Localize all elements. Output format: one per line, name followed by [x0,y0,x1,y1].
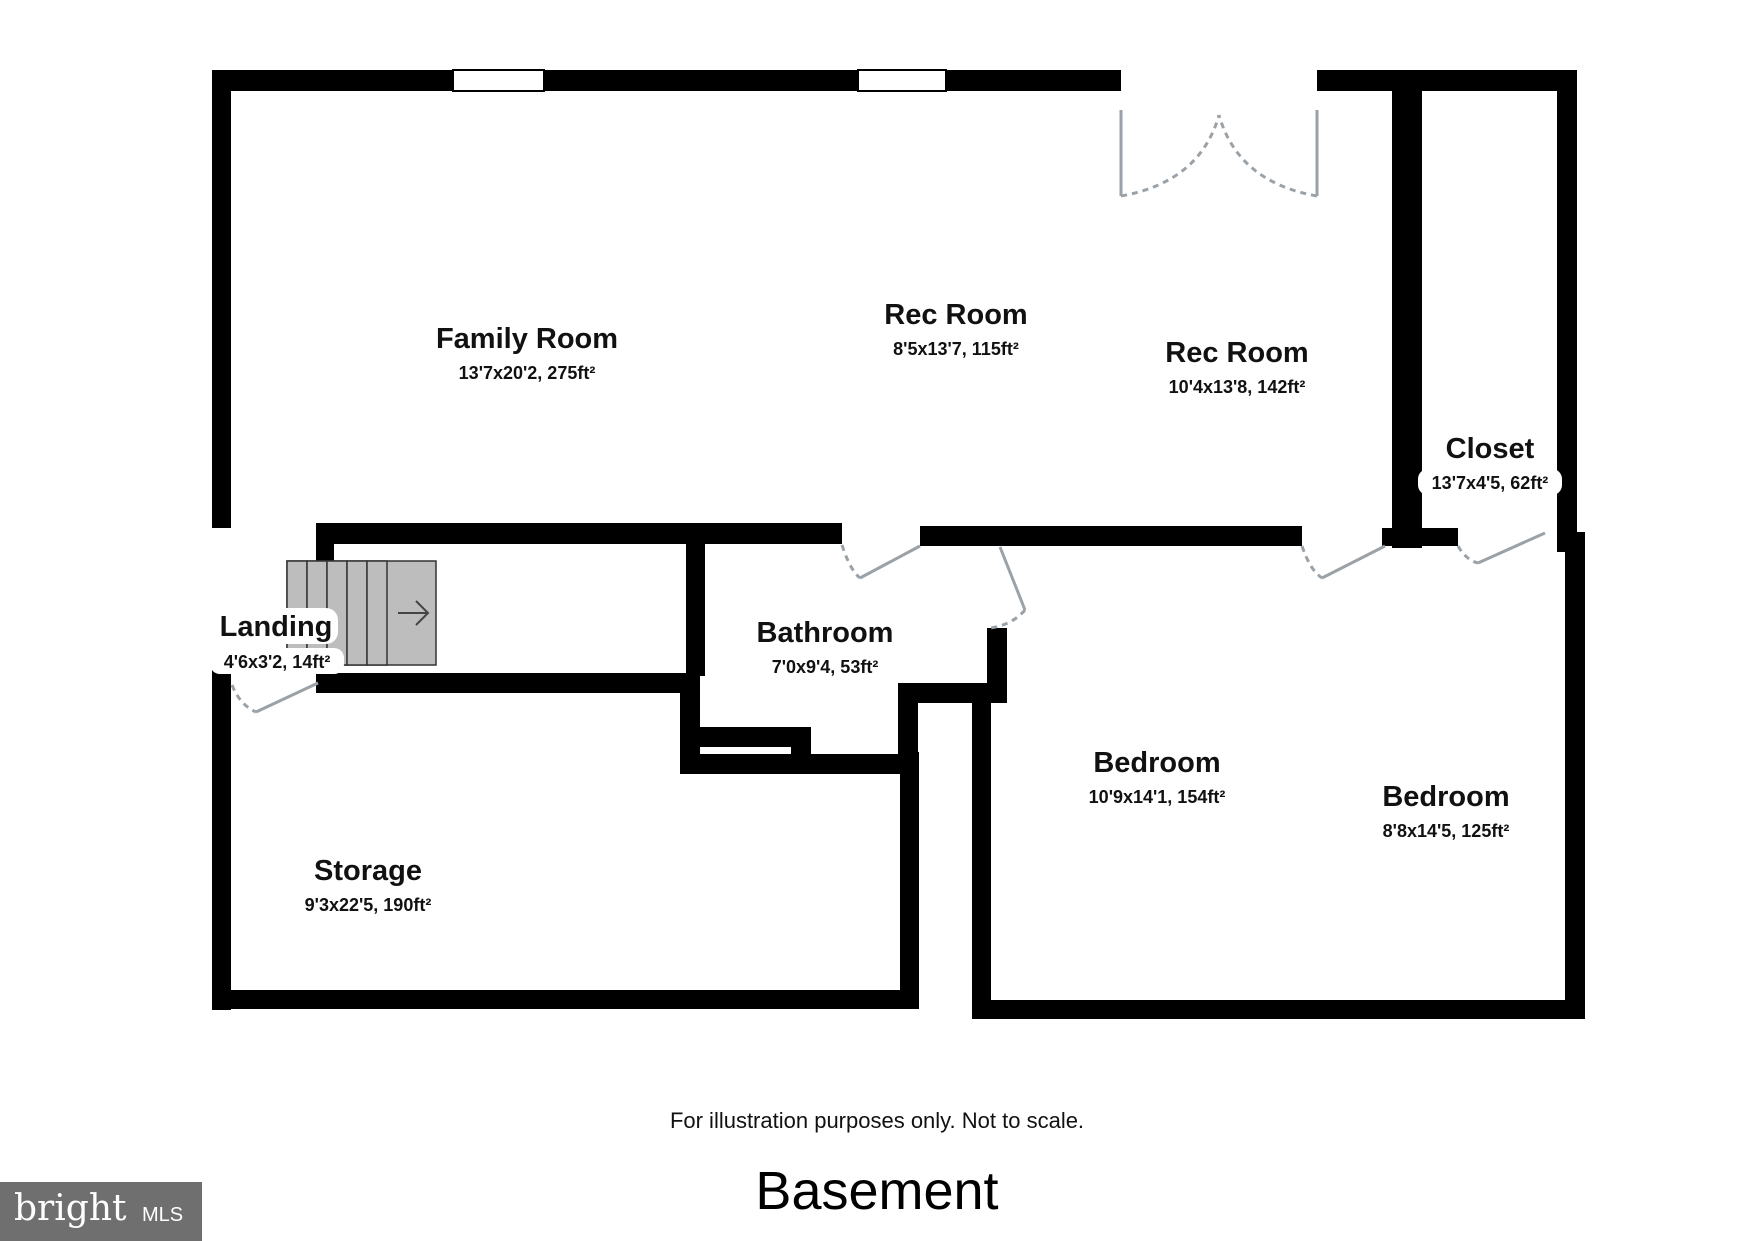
room-name: Landing [220,611,333,643]
room-rec-room-1: Rec Room 8'5x13'7, 115ft² [884,299,1027,359]
room-dimensions: 4'6x3'2, 14ft² [224,652,331,672]
doors [230,110,1546,714]
walls [212,69,1585,1019]
room-bathroom: Bathroom 7'0x9'4, 53ft² [757,617,894,677]
room-name: Storage [314,855,422,887]
room-dimensions: 9'3x22'5, 190ft² [305,895,432,915]
room-storage: Storage 9'3x22'5, 190ft² [305,855,432,915]
room-bedroom-1: Bedroom 10'9x14'1, 154ft² [1089,747,1226,807]
room-name: Bedroom [1382,781,1509,813]
room-name: Closet [1446,433,1535,465]
room-name: Rec Room [1165,337,1308,369]
room-landing: Landing 4'6x3'2, 14ft² [210,608,344,674]
watermark-suffix: MLS [142,1204,184,1226]
room-closet: Closet 13'7x4'5, 62ft² [1418,433,1562,495]
disclaimer-text: For illustration purposes only. Not to s… [669,1108,1085,1133]
watermark-brand: bright [14,1188,127,1229]
room-rec-room-2: Rec Room 10'4x13'8, 142ft² [1165,337,1308,397]
stair-arrow-icon [398,600,430,626]
room-dimensions: 8'8x14'5, 125ft² [1383,821,1510,841]
room-dimensions: 10'4x13'8, 142ft² [1169,377,1306,397]
room-name: Family Room [436,323,618,355]
room-name: Rec Room [884,299,1027,331]
room-name: Bathroom [757,617,894,649]
room-bedroom-2: Bedroom 8'8x14'5, 125ft² [1382,781,1509,841]
floor-title: Basement [755,1161,999,1221]
room-dimensions: 8'5x13'7, 115ft² [893,339,1019,359]
room-dimensions: 13'7x20'2, 275ft² [459,363,596,383]
bright-mls-watermark: bright MLS [0,1182,202,1241]
room-dimensions: 13'7x4'5, 62ft² [1432,473,1549,493]
room-name: Bedroom [1093,747,1220,779]
room-dimensions: 10'9x14'1, 154ft² [1089,787,1226,807]
room-family-room: Family Room 13'7x20'2, 275ft² [436,323,618,383]
room-dimensions: 7'0x9'4, 53ft² [772,657,879,677]
